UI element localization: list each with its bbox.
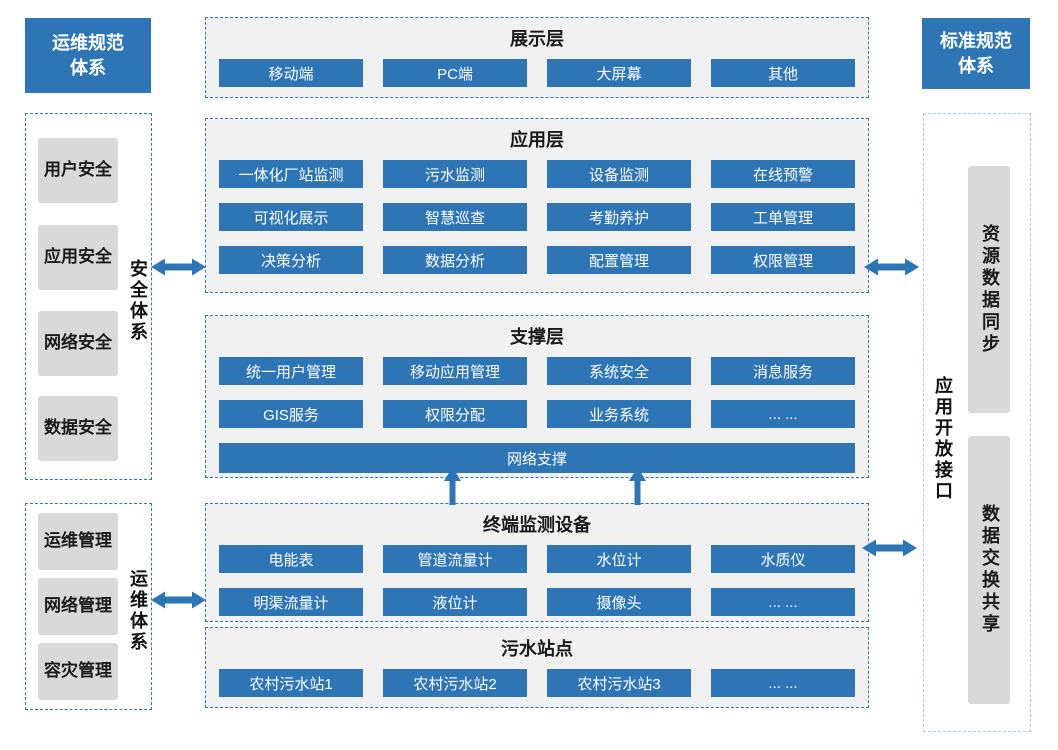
standards-group: 资源数据同步 数据交换共享 应用开放接口 — [923, 113, 1031, 732]
layer-item: 移动端 — [219, 59, 363, 87]
layer-item: PC端 — [383, 59, 527, 87]
layer-item: 农村污水站2 — [383, 669, 527, 697]
stations-layer-items: 农村污水站1 农村污水站2 农村污水站3 ... ... — [219, 669, 855, 697]
security-system-group: 用户安全 应用安全 网络安全 数据安全 安全体系 — [25, 113, 152, 480]
layer-item: 大屏幕 — [547, 59, 691, 87]
ops-item: 网络管理 — [38, 578, 118, 635]
layer-item: 业务系统 — [547, 400, 691, 428]
layer-item: 考勤养护 — [547, 203, 691, 231]
terminal-layer-items: 电能表 管道流量计 水位计 水质仪 明渠流量计 液位计 摄像头 ... ... — [219, 545, 855, 616]
support-layer: 支撑层 统一用户管理 移动应用管理 系统安全 消息服务 GIS服务 权限分配 业… — [205, 315, 869, 478]
security-item: 网络安全 — [38, 311, 118, 376]
application-layer-title: 应用层 — [510, 130, 564, 150]
standards-item: 资源数据同步 — [968, 166, 1010, 413]
layer-item: GIS服务 — [219, 400, 363, 428]
layer-item: 一体化厂站监测 — [219, 160, 363, 188]
up-arrow-icon — [444, 467, 461, 505]
double-arrow-icon — [862, 537, 917, 559]
standards-item: 数据交换共享 — [968, 436, 1010, 704]
ops-item: 容灾管理 — [38, 643, 118, 700]
layer-item: 摄像头 — [547, 588, 691, 616]
security-item: 数据安全 — [38, 396, 118, 461]
security-system-label: 安全体系 — [128, 259, 148, 343]
layer-item: 可视化展示 — [219, 203, 363, 231]
layer-item: 数据分析 — [383, 246, 527, 274]
layer-item: 污水监测 — [383, 160, 527, 188]
layer-item: 液位计 — [383, 588, 527, 616]
layer-item: 电能表 — [219, 545, 363, 573]
security-item: 应用安全 — [38, 225, 118, 290]
layer-item: 权限管理 — [711, 246, 855, 274]
display-layer-title: 展示层 — [510, 29, 564, 49]
ops-system-group: 运维管理 网络管理 容灾管理 运维体系 — [25, 503, 152, 710]
terminal-layer-title: 终端监测设备 — [483, 515, 591, 535]
layer-item: 统一用户管理 — [219, 357, 363, 385]
layer-item: 消息服务 — [711, 357, 855, 385]
security-item: 用户安全 — [38, 138, 118, 203]
network-support-bar: 网络支撑 — [219, 443, 855, 473]
up-arrow-icon — [629, 467, 646, 505]
layer-item: 决策分析 — [219, 246, 363, 274]
layer-item: 其他 — [711, 59, 855, 87]
application-layer: 应用层 一体化厂站监测 污水监测 设备监测 在线预警 可视化展示 智慧巡查 考勤… — [205, 118, 869, 293]
ops-system-label: 运维体系 — [128, 569, 148, 653]
layer-item: 配置管理 — [547, 246, 691, 274]
layer-item: 水位计 — [547, 545, 691, 573]
open-api-label: 应用开放接口 — [933, 376, 953, 502]
layer-item: ... ... — [711, 669, 855, 697]
layer-item: ... ... — [711, 400, 855, 428]
left-system-header: 运维规范 体系 — [25, 18, 151, 93]
right-system-header: 标准规范 体系 — [922, 18, 1030, 89]
layer-item: 农村污水站1 — [219, 669, 363, 697]
layer-item: 管道流量计 — [383, 545, 527, 573]
display-layer-items: 移动端 PC端 大屏幕 其他 — [219, 59, 855, 87]
layer-item: ... ... — [711, 588, 855, 616]
double-arrow-icon — [151, 256, 206, 278]
layer-item: 设备监测 — [547, 160, 691, 188]
double-arrow-icon — [151, 589, 206, 611]
stations-layer-title: 污水站点 — [501, 639, 573, 659]
application-layer-items: 一体化厂站监测 污水监测 设备监测 在线预警 可视化展示 智慧巡查 考勤养护 工… — [219, 160, 855, 274]
display-layer: 展示层 移动端 PC端 大屏幕 其他 — [205, 17, 869, 98]
layer-item: 权限分配 — [383, 400, 527, 428]
terminal-layer: 终端监测设备 电能表 管道流量计 水位计 水质仪 明渠流量计 液位计 摄像头 .… — [205, 503, 869, 622]
support-layer-items: 统一用户管理 移动应用管理 系统安全 消息服务 GIS服务 权限分配 业务系统 … — [219, 357, 855, 473]
layer-item: 明渠流量计 — [219, 588, 363, 616]
double-arrow-icon — [864, 256, 919, 278]
layer-item: 水质仪 — [711, 545, 855, 573]
layer-item: 农村污水站3 — [547, 669, 691, 697]
support-layer-title: 支撑层 — [510, 327, 564, 347]
layer-item: 工单管理 — [711, 203, 855, 231]
ops-item: 运维管理 — [38, 513, 118, 570]
stations-layer: 污水站点 农村污水站1 农村污水站2 农村污水站3 ... ... — [205, 627, 869, 708]
layer-item: 系统安全 — [547, 357, 691, 385]
layer-item: 在线预警 — [711, 160, 855, 188]
layer-item: 智慧巡查 — [383, 203, 527, 231]
layer-item: 移动应用管理 — [383, 357, 527, 385]
